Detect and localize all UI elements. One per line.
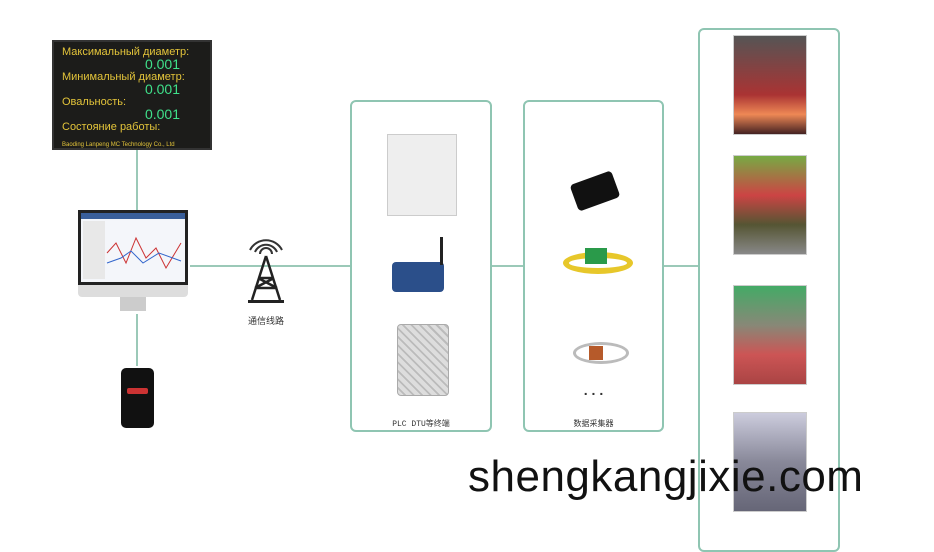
terminal-box: PLC DTU等终端 [350,100,492,432]
collector-box-label: 数据采集器 [573,419,614,428]
connector-line [662,265,698,267]
led-label-status: Состояние работы: [62,121,161,133]
gateway-enclosure-image [397,324,449,396]
control-cabinet-image [387,134,457,216]
collector-box: . . . 数据采集器 [523,100,664,432]
led-label-ovality: Овальность: [62,96,127,108]
led-label-min: Минимальный диаметр: [62,71,185,83]
dtu-device-image [392,262,444,292]
monitor-chin [78,285,188,297]
rolling-mill-photo [733,155,807,255]
led-value-max: 0.001 [144,56,180,72]
signal-tower: 通信线路 [236,228,296,328]
monitor-stand [120,297,146,311]
terminal-box-label: PLC DTU等终端 [392,420,450,429]
tower-label: 通信线路 [247,316,284,326]
connector-line [136,150,138,210]
sensor-clamp-image [569,170,621,212]
led-display-board: Максимальный диаметр: 0.001 Минимальный … [52,40,212,150]
ct-sensor-green [585,248,607,264]
factory-hall-photo [733,412,807,512]
led-company: Baoding Lanpeng MC Technology Co., Ltd [62,142,175,148]
led-value-min: 0.001 [144,81,180,97]
connector-line [136,314,138,366]
watermark-text: shengkangjixie.com [468,452,864,501]
wireless-sensor-ring-image [573,342,629,364]
wireless-sensor-block [589,346,603,360]
monitor-chart-icon [81,213,185,282]
more-ellipsis: . . . [583,382,604,398]
led-value-ovality: 0.001 [144,106,180,122]
antenna [440,237,443,265]
smartphone [121,368,154,428]
computer-monitor [78,210,188,285]
steel-coil-photo [733,285,807,385]
steel-furnace-photo [733,35,807,135]
connector-line [490,265,523,267]
led-label-max: Максимальный диаметр: [62,46,190,58]
signal-tower-icon [248,239,284,303]
